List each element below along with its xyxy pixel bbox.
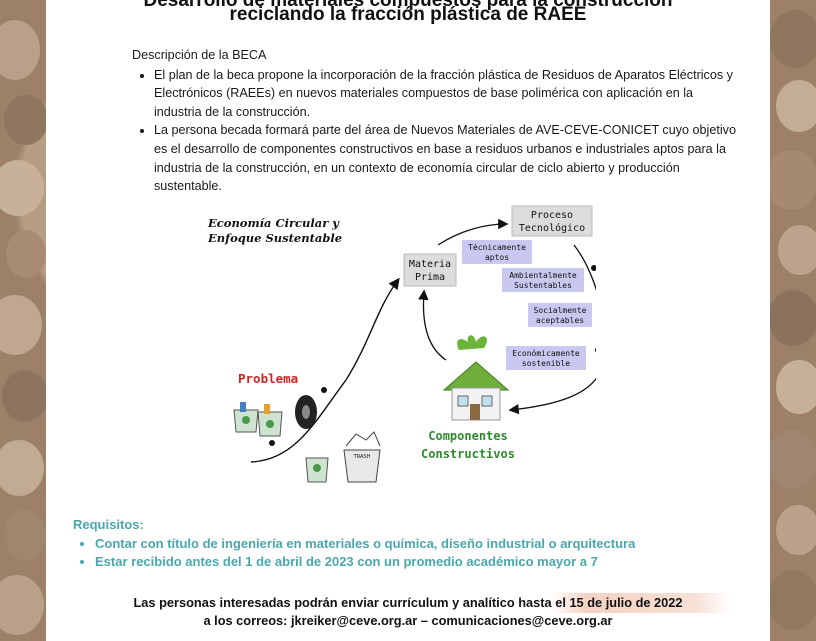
criterion-2-line1: Ambientalmente bbox=[509, 271, 577, 280]
criterion-2-line2: Sustentables bbox=[514, 281, 572, 290]
circular-economy-diagram: Economía Circular y Enfoque Sustentable … bbox=[207, 205, 596, 483]
diagram-header-line2: Enfoque Sustentable bbox=[207, 231, 342, 245]
criterion-3-line1: Socialmente bbox=[534, 306, 587, 315]
componentes-line2: Constructivos bbox=[421, 447, 515, 461]
cycle-arc-top bbox=[437, 218, 509, 246]
trash-label: TRASH bbox=[353, 454, 371, 460]
criterion-4-line2: sostenible bbox=[522, 359, 570, 368]
diagram-header-line1: Economía Circular y bbox=[207, 216, 340, 230]
materia-prima-line1: Materia bbox=[409, 259, 451, 270]
criterion-box-3 bbox=[528, 303, 592, 327]
stone-background-right bbox=[766, 0, 816, 641]
growth-curve bbox=[250, 277, 400, 463]
cycle-arc-left bbox=[418, 289, 447, 361]
cycle-arc-right bbox=[508, 244, 596, 415]
criterion-box-2 bbox=[502, 268, 584, 292]
materia-prima-box bbox=[403, 253, 457, 287]
description-bullet: La persona becada formará parte del área… bbox=[154, 121, 742, 195]
proceso-box bbox=[511, 205, 593, 237]
criterion-3-line2: aceptables bbox=[536, 316, 584, 325]
recycle-bin-small-icon bbox=[305, 457, 329, 483]
criterion-4-line1: Económicamente bbox=[512, 348, 580, 358]
requirement-item: Estar recibido antes del 1 de abril de 2… bbox=[95, 553, 753, 572]
description-heading: Descripción de la BECA bbox=[132, 48, 267, 62]
stone-background-left bbox=[0, 0, 48, 641]
criterion-1-line1: Técnicamente bbox=[468, 242, 526, 252]
trash-can-icon: TRASH bbox=[343, 431, 381, 483]
footer-line2: a los correos: jkreiker@ceve.org.ar – co… bbox=[203, 613, 613, 628]
footer-line1: Las personas interesadas podrán enviar c… bbox=[133, 595, 683, 610]
criterion-box-4 bbox=[506, 346, 586, 370]
title-top-clipped: Desarrollo de materiales compuestos para… bbox=[143, 0, 673, 11]
proceso-line2: Tecnológico bbox=[519, 222, 585, 234]
description-section: Descripción de la BECA El plan de la bec… bbox=[132, 46, 742, 196]
recycling-bins-icon bbox=[233, 402, 283, 437]
date-highlight bbox=[551, 593, 731, 613]
criterion-box-1 bbox=[462, 240, 532, 264]
requirements-heading: Requisitos: bbox=[73, 517, 144, 532]
criterion-1-line2: aptos bbox=[485, 253, 509, 262]
green-house-icon bbox=[442, 335, 510, 421]
componentes-line1: Componentes bbox=[428, 429, 507, 443]
footer-contact: Las personas interesadas podrán enviar c… bbox=[46, 594, 770, 630]
requirement-item: Contar con título de ingeniería en mater… bbox=[95, 535, 753, 554]
requirements-list: Contar con título de ingeniería en mater… bbox=[73, 535, 753, 572]
requirements-section: Requisitos: Contar con título de ingenie… bbox=[73, 516, 753, 572]
tire-icon bbox=[295, 395, 317, 429]
problema-label: Problema bbox=[238, 371, 298, 386]
page-title: reciclando la fracción plástica de RAEE bbox=[229, 4, 587, 25]
flyer-sheet: Desarrollo de materiales compuestos para… bbox=[46, 0, 770, 641]
description-list: El plan de la beca propone la incorporac… bbox=[132, 66, 742, 196]
materia-prima-line2: Prima bbox=[415, 272, 445, 283]
proceso-line1: Proceso bbox=[531, 210, 573, 221]
description-bullet: El plan de la beca propone la incorporac… bbox=[154, 66, 742, 122]
